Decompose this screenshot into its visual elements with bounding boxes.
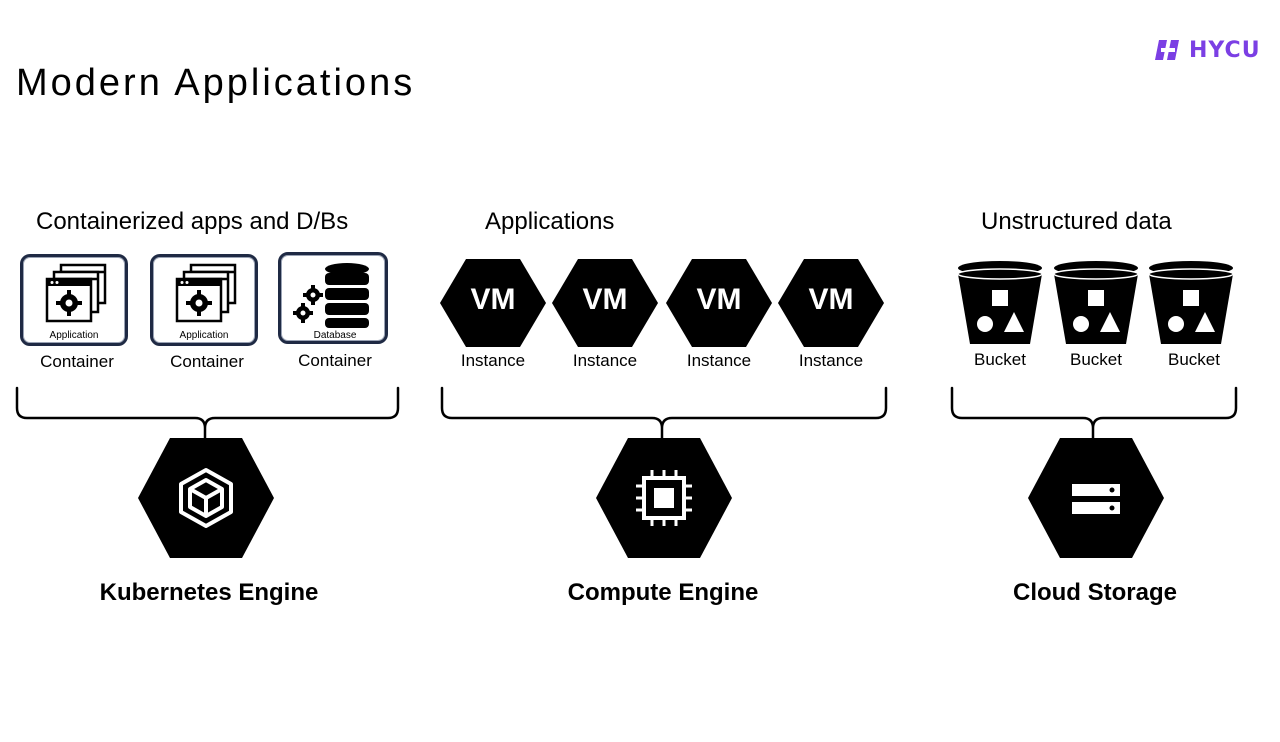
- compute-bracket: [440, 386, 888, 440]
- instance-3-label: Instance: [686, 351, 752, 370]
- logo-text: HYCU: [1189, 37, 1261, 63]
- container-1-label: Container: [40, 352, 114, 371]
- container-3-inner-label: Database: [313, 330, 357, 341]
- vm-hexagon-icon: [440, 259, 546, 347]
- storage-bracket: [950, 386, 1238, 440]
- cloud-storage-label: Cloud Storage: [1012, 579, 1177, 606]
- compute-chip-icon: [596, 438, 732, 558]
- grouping-brackets: [15, 386, 1238, 440]
- bucket-shapes-icon: [1053, 261, 1139, 344]
- cloud-storage-node: [1026, 436, 1166, 560]
- kubernetes-engine-label: Kubernetes Engine: [99, 579, 319, 606]
- vm-badge: VM: [582, 283, 628, 316]
- container-card-3: [278, 252, 388, 344]
- vm-instance-3: VM: [666, 259, 772, 347]
- container-3-label: Container: [298, 351, 372, 370]
- container-1-inner-label: Application: [49, 330, 99, 341]
- container-card-2: [150, 254, 258, 346]
- application-window-gear-icon: [45, 263, 107, 323]
- application-window-gear-icon: [175, 263, 237, 323]
- page-title: Modern Applications: [16, 62, 416, 104]
- vm-hexagon-icon: [666, 259, 772, 347]
- bucket-shapes-icon: [1148, 261, 1234, 344]
- vm-instance-2: VM: [552, 259, 658, 347]
- kubernetes-bracket: [15, 386, 400, 440]
- bucket-3-label: Bucket: [1168, 350, 1220, 369]
- instance-1-label: Instance: [460, 351, 526, 370]
- container-2-label: Container: [170, 352, 244, 371]
- vm-badge: VM: [808, 283, 854, 316]
- bucket-3: [1147, 260, 1235, 346]
- containers-group-title: Containerized apps and D/Bs: [36, 208, 349, 235]
- hycu-logo-icon: [1155, 40, 1179, 60]
- instance-4-label: Instance: [798, 351, 864, 370]
- kubernetes-engine-icon: [138, 438, 274, 558]
- vm-badge: VM: [470, 283, 516, 316]
- compute-engine-label: Compute Engine: [567, 579, 759, 606]
- vm-hexagon-icon: [552, 259, 658, 347]
- bucket-2-label: Bucket: [1070, 350, 1122, 369]
- container-card-1: [20, 254, 128, 346]
- vm-instance-1: VM: [440, 259, 546, 347]
- instance-2-label: Instance: [572, 351, 638, 370]
- container-2-inner-label: Application: [179, 330, 229, 341]
- hycu-logo: HYCU: [1153, 36, 1265, 64]
- vm-instance-4: VM: [778, 259, 884, 347]
- bucket-shapes-icon: [957, 261, 1043, 344]
- kubernetes-engine-node: [136, 436, 276, 560]
- vm-badge: VM: [696, 283, 742, 316]
- bucket-1-label: Bucket: [974, 350, 1026, 369]
- vm-hexagon-icon: [778, 259, 884, 347]
- database-gears-icon: [293, 263, 369, 328]
- bucket-2: [1052, 260, 1140, 346]
- storage-server-icon: [1028, 438, 1164, 558]
- applications-group-title: Applications: [485, 208, 615, 235]
- storage-group-title: Unstructured data: [981, 208, 1172, 235]
- compute-engine-node: [594, 436, 734, 560]
- bucket-1: [956, 260, 1044, 346]
